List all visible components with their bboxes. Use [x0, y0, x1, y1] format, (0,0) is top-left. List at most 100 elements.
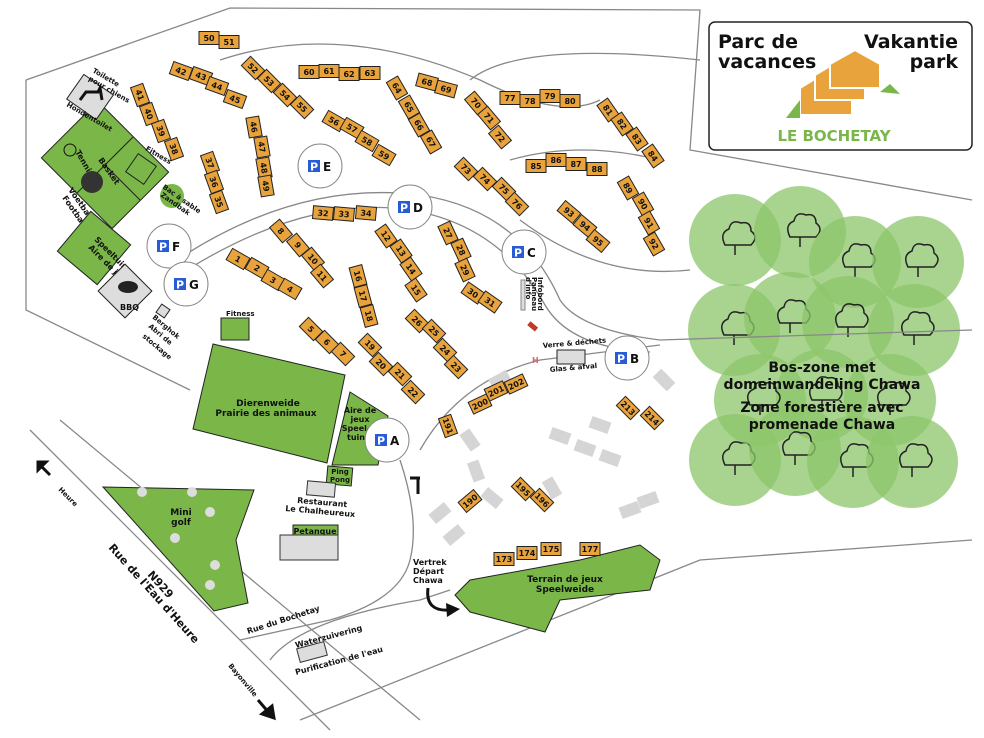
cabin-53[interactable]: 53: [256, 68, 282, 94]
cabin-173[interactable]: 173: [493, 552, 515, 566]
cabin-51[interactable]: 51: [218, 35, 240, 49]
cabin-40[interactable]: 40: [138, 101, 160, 127]
cabin-93[interactable]: 93: [556, 199, 582, 225]
cabin-79[interactable]: 79: [539, 89, 561, 103]
cabin-52[interactable]: 52: [240, 55, 266, 81]
cabin-46[interactable]: 46: [245, 115, 263, 139]
cabin-92[interactable]: 92: [642, 231, 666, 257]
cabin-60[interactable]: 60: [298, 65, 320, 79]
cabin-69[interactable]: 69: [434, 79, 458, 99]
cabin-95[interactable]: 95: [585, 228, 611, 254]
cabin-64[interactable]: 64: [385, 75, 409, 101]
cabin-7[interactable]: 7: [330, 341, 356, 367]
cabin-80[interactable]: 80: [559, 94, 581, 108]
cabin-74[interactable]: 74: [472, 166, 498, 192]
cabin-35[interactable]: 35: [208, 189, 230, 215]
minigolf[interactable]: [101, 486, 255, 612]
cabin-59[interactable]: 59: [371, 143, 397, 167]
cabin-76[interactable]: 76: [504, 191, 530, 217]
cabin-65[interactable]: 65: [397, 94, 421, 120]
cabin-89[interactable]: 89: [616, 175, 640, 201]
cabin-214[interactable]: 214: [639, 405, 665, 431]
cabin-82[interactable]: 82: [610, 111, 634, 137]
cabin-39[interactable]: 39: [150, 118, 172, 144]
cabin-41[interactable]: 41: [129, 82, 151, 108]
cabin-45[interactable]: 45: [222, 88, 248, 110]
cabin-38[interactable]: 38: [163, 136, 185, 162]
sandbox[interactable]: [160, 184, 184, 208]
cabin-72[interactable]: 72: [487, 124, 513, 150]
cabin-202[interactable]: 202: [503, 373, 529, 395]
cabin-36[interactable]: 36: [203, 169, 225, 195]
cabin-175[interactable]: 175: [540, 542, 562, 556]
cabin-8[interactable]: 8: [268, 218, 294, 244]
cabin-31[interactable]: 31: [477, 290, 503, 314]
cabin-20[interactable]: 20: [368, 351, 394, 377]
cabin-29[interactable]: 29: [454, 257, 476, 283]
cabin-83[interactable]: 83: [625, 126, 649, 152]
cabin-68[interactable]: 68: [415, 72, 439, 92]
animal-meadow[interactable]: [192, 343, 346, 464]
ping-pong[interactable]: [325, 465, 354, 487]
restaurant-building[interactable]: [305, 480, 337, 498]
cabin-55[interactable]: 55: [289, 94, 315, 120]
cabin-19[interactable]: 19: [357, 332, 383, 358]
cabin-174[interactable]: 174: [516, 546, 538, 560]
cabin-56[interactable]: 56: [321, 109, 347, 133]
cabin-201[interactable]: 201: [483, 380, 509, 402]
cabin-17[interactable]: 17: [353, 284, 373, 308]
cabin-54[interactable]: 54: [272, 82, 298, 108]
cabin-71[interactable]: 71: [476, 105, 502, 131]
cabin-26[interactable]: 26: [404, 308, 430, 334]
cabin-22[interactable]: 22: [400, 379, 426, 405]
cabin-42[interactable]: 42: [168, 60, 194, 82]
cabin-33[interactable]: 33: [332, 206, 356, 222]
cabin-30[interactable]: 30: [460, 281, 486, 305]
cabin-62[interactable]: 62: [338, 67, 360, 81]
cabin-34[interactable]: 34: [354, 205, 378, 221]
cabin-24[interactable]: 24: [432, 337, 458, 363]
cabin-177[interactable]: 177: [579, 542, 601, 556]
forest-zone[interactable]: [688, 186, 964, 508]
cabin-85[interactable]: 85: [525, 159, 547, 173]
cabin-88[interactable]: 88: [586, 162, 608, 176]
cabin-15[interactable]: 15: [404, 277, 428, 303]
cabin-1[interactable]: 1: [225, 247, 251, 271]
cabin-191[interactable]: 191: [437, 413, 459, 439]
cabin-63[interactable]: 63: [359, 66, 381, 80]
cabin-37[interactable]: 37: [199, 150, 221, 176]
cabin-73[interactable]: 73: [453, 156, 479, 182]
cabin-44[interactable]: 44: [204, 75, 230, 97]
cabin-66[interactable]: 66: [407, 112, 431, 138]
cabin-4[interactable]: 4: [277, 277, 303, 301]
cabin-25[interactable]: 25: [421, 318, 447, 344]
fitness-area-2[interactable]: [220, 317, 250, 341]
cabin-47[interactable]: 47: [253, 135, 271, 159]
cabin-49[interactable]: 49: [257, 174, 275, 198]
cabin-43[interactable]: 43: [188, 65, 214, 87]
cabin-78[interactable]: 78: [519, 94, 541, 108]
cabin-91[interactable]: 91: [637, 210, 661, 236]
cabin-50[interactable]: 50: [198, 31, 220, 45]
cabin-14[interactable]: 14: [399, 256, 423, 282]
cabin-90[interactable]: 90: [631, 191, 655, 217]
cabin-58[interactable]: 58: [354, 129, 380, 153]
cabin-213[interactable]: 213: [615, 395, 641, 421]
cabin-16[interactable]: 16: [348, 264, 368, 288]
cabin-67[interactable]: 67: [419, 129, 443, 155]
cabin-61[interactable]: 61: [318, 64, 340, 78]
playground[interactable]: [56, 210, 132, 286]
cabin-27[interactable]: 27: [437, 220, 459, 246]
dog-toilet[interactable]: [65, 73, 115, 121]
cabin-5[interactable]: 5: [298, 316, 324, 342]
cabin-23[interactable]: 23: [443, 354, 469, 380]
play-field[interactable]: [454, 544, 661, 633]
sports-fields[interactable]: [40, 100, 170, 230]
